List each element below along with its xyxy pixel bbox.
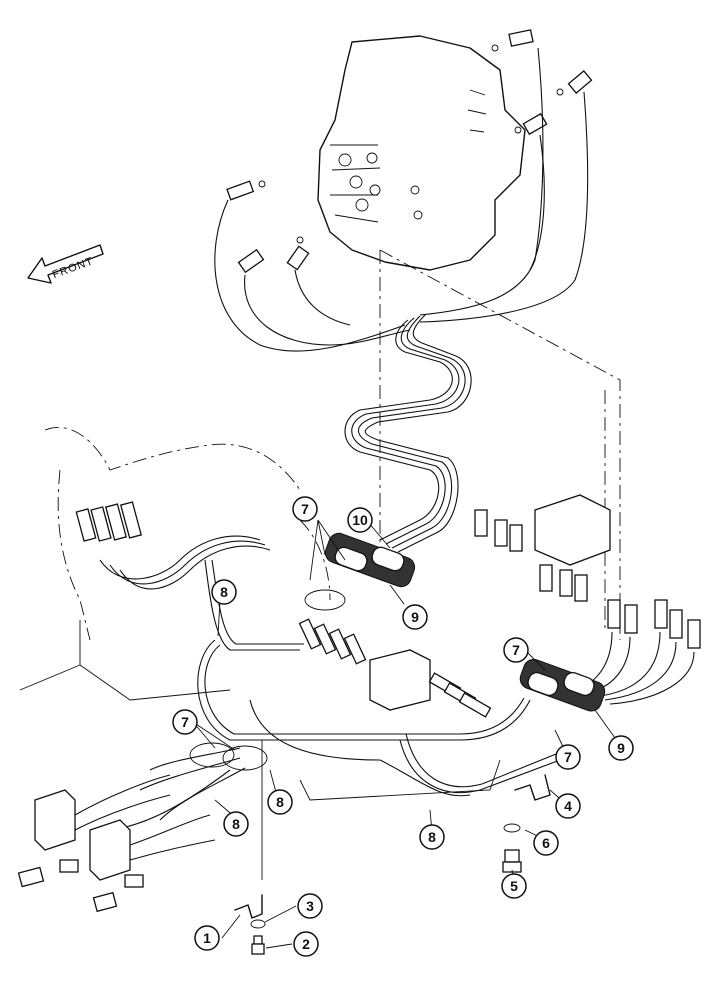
valve-fittings — [226, 29, 593, 274]
svg-text:7: 7 — [512, 642, 520, 658]
svg-text:7: 7 — [181, 714, 189, 730]
front-label: FRONT — [51, 255, 95, 281]
left-bottom-valves — [17, 774, 216, 913]
main-hose-bundle — [344, 313, 472, 553]
callout-9-top: 9 — [402, 604, 428, 630]
center-manifold — [298, 618, 492, 718]
control-valve-block — [317, 35, 526, 271]
callout-7-right-upper: 7 — [503, 637, 529, 663]
callout-2: 2 — [293, 931, 319, 957]
svg-text:8: 8 — [220, 584, 228, 600]
callout-8-top-left: 8 — [211, 579, 237, 605]
pump-housing-outline — [19, 426, 501, 801]
callout-4: 4 — [555, 793, 581, 819]
callout-9-right: 9 — [608, 735, 634, 761]
callout-1: 1 — [194, 925, 220, 951]
left-pump-fittings — [75, 501, 304, 651]
callout-5: 5 — [501, 873, 527, 899]
callout-8-bottom-left: 8 — [223, 811, 249, 837]
svg-text:2: 2 — [302, 936, 310, 952]
callout-7-right-lower: 7 — [555, 744, 581, 770]
hose-clamps — [189, 532, 606, 771]
svg-text:8: 8 — [232, 816, 240, 832]
callout-10: 10 — [347, 507, 373, 533]
lower-hose-loops — [109, 639, 561, 831]
callout-7-left: 7 — [172, 709, 198, 735]
svg-text:10: 10 — [352, 512, 368, 528]
svg-text:3: 3 — [306, 898, 314, 914]
svg-text:5: 5 — [510, 878, 518, 894]
callout-7-top: 7 — [292, 496, 318, 522]
svg-text:7: 7 — [301, 501, 309, 517]
callout-6: 6 — [533, 830, 559, 856]
svg-text:8: 8 — [428, 829, 436, 845]
svg-text:8: 8 — [276, 794, 284, 810]
svg-text:1: 1 — [203, 930, 211, 946]
bracket-hardware — [234, 740, 551, 955]
callout-8-center: 8 — [267, 789, 293, 815]
svg-text:7: 7 — [564, 749, 572, 765]
svg-text:9: 9 — [617, 740, 625, 756]
front-direction-arrow: FRONT — [27, 244, 104, 284]
valve-hoses — [214, 47, 589, 352]
callout-3: 3 — [297, 893, 323, 919]
svg-text:9: 9 — [411, 609, 419, 625]
callout-8-bottom-right: 8 — [419, 824, 445, 850]
svg-text:4: 4 — [564, 798, 572, 814]
right-manifold — [474, 494, 701, 705]
svg-text:6: 6 — [542, 835, 550, 851]
